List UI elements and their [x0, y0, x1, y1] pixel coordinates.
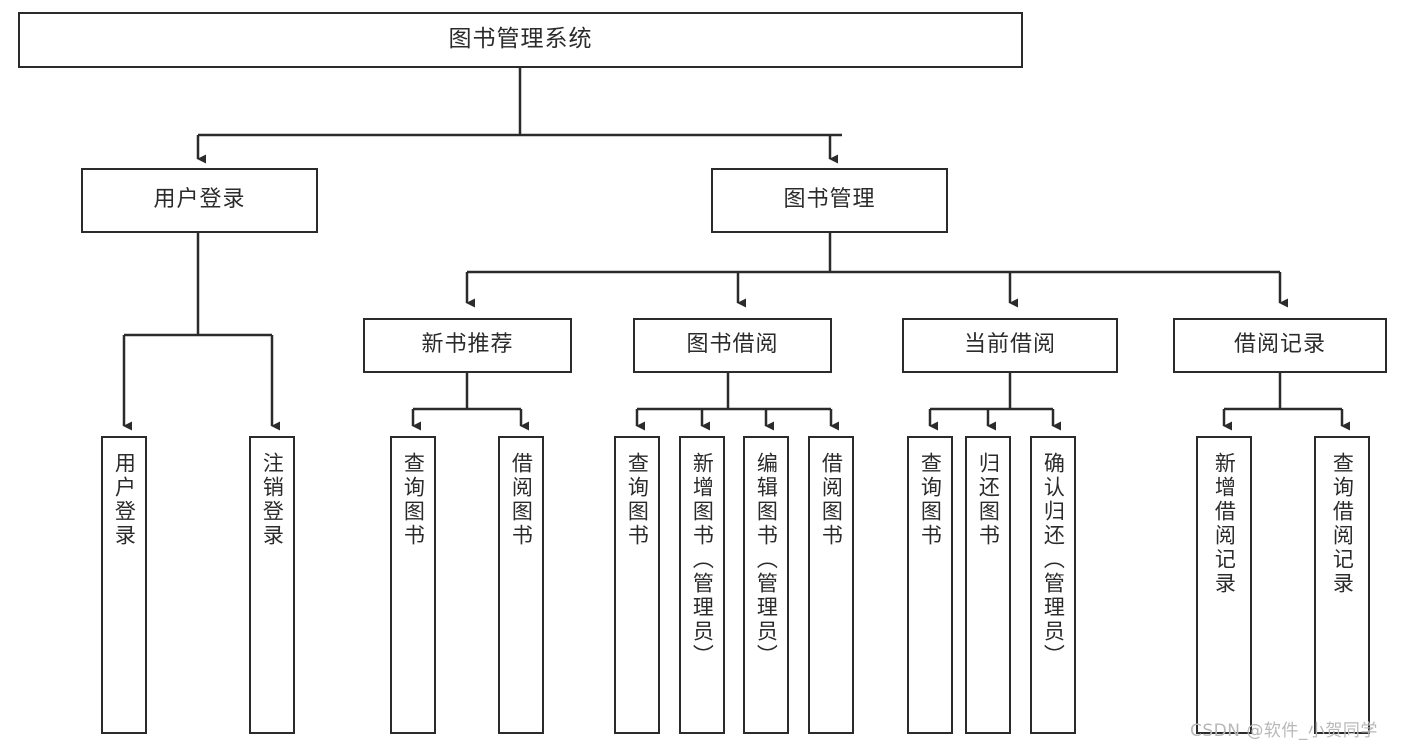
- node-new-book-recommend: 新书推荐: [363, 318, 572, 373]
- leaf-current-borrow-query: 查询图书: [907, 436, 953, 734]
- node-label: 归还图书: [976, 452, 1001, 548]
- leaf-book-borrow-query: 查询图书: [614, 436, 660, 734]
- node-label: 新增图书（管理员）: [690, 452, 715, 668]
- node-label: 图书管理: [783, 187, 876, 213]
- leaf-user-login-login: 用户登录: [101, 436, 147, 734]
- leaf-book-borrow-add: 新增图书（管理员）: [679, 436, 725, 734]
- node-label: 图书管理系统: [448, 26, 593, 53]
- node-label: 查询图书: [625, 452, 650, 548]
- csdn-watermark: CSDN @软件_小贺同学: [1190, 721, 1378, 741]
- node-book-management: 图书管理: [711, 168, 948, 233]
- node-label: 新书推荐: [421, 332, 514, 358]
- node-label: 查询图书: [401, 452, 426, 548]
- node-book-borrow: 图书借阅: [633, 318, 832, 373]
- leaf-book-borrow-edit: 编辑图书（管理员）: [743, 436, 789, 734]
- node-label: 借阅记录: [1233, 332, 1326, 358]
- leaf-new-book-borrow: 借阅图书: [498, 436, 544, 734]
- node-current-borrow: 当前借阅: [902, 318, 1118, 373]
- node-label: 借阅图书: [819, 452, 844, 548]
- leaf-current-borrow-confirm-return: 确认归还（管理员）: [1030, 436, 1076, 734]
- node-root-system: 图书管理系统: [18, 12, 1023, 68]
- node-label: 注销登录: [260, 452, 285, 548]
- node-user-login: 用户登录: [81, 168, 318, 233]
- node-borrow-record: 借阅记录: [1173, 318, 1387, 373]
- node-label: 新增借阅记录: [1212, 452, 1237, 596]
- leaf-new-book-query: 查询图书: [390, 436, 436, 734]
- node-label: 用户登录: [153, 187, 246, 213]
- node-label: 查询借阅记录: [1330, 452, 1355, 596]
- node-label: 借阅图书: [509, 452, 534, 548]
- node-label: 查询图书: [918, 452, 943, 548]
- node-label: 确认归还（管理员）: [1041, 452, 1066, 668]
- node-label: 当前借阅: [963, 332, 1056, 358]
- leaf-borrow-record-add: 新增借阅记录: [1196, 436, 1252, 734]
- node-label: 图书借阅: [686, 332, 779, 358]
- leaf-borrow-record-query: 查询借阅记录: [1314, 436, 1370, 734]
- node-label: 编辑图书（管理员）: [754, 452, 779, 668]
- leaf-book-borrow-borrow: 借阅图书: [808, 436, 854, 734]
- leaf-user-login-logout: 注销登录: [249, 436, 295, 734]
- node-label: 用户登录: [112, 452, 137, 548]
- leaf-current-borrow-return: 归还图书: [965, 436, 1011, 734]
